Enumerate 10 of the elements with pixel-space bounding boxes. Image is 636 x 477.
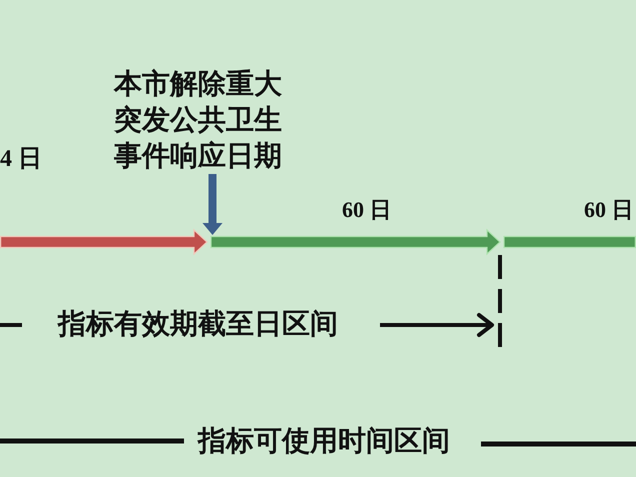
event-label: 本市解除重大突发公共卫生事件响应日期 [114, 66, 296, 174]
timeline-bar [503, 236, 636, 248]
arrow [202, 174, 222, 235]
timeline-segment [210, 228, 501, 256]
interval-label: 指标有效期截至日区间 [58, 307, 338, 341]
interval-label: 指标可使用时间区间 [198, 424, 450, 458]
duration-label: 60 日 [584, 197, 634, 224]
duration-label: 4 日 [0, 145, 42, 174]
timeline-segment [0, 228, 208, 256]
duration-label: 60 日 [342, 197, 392, 224]
